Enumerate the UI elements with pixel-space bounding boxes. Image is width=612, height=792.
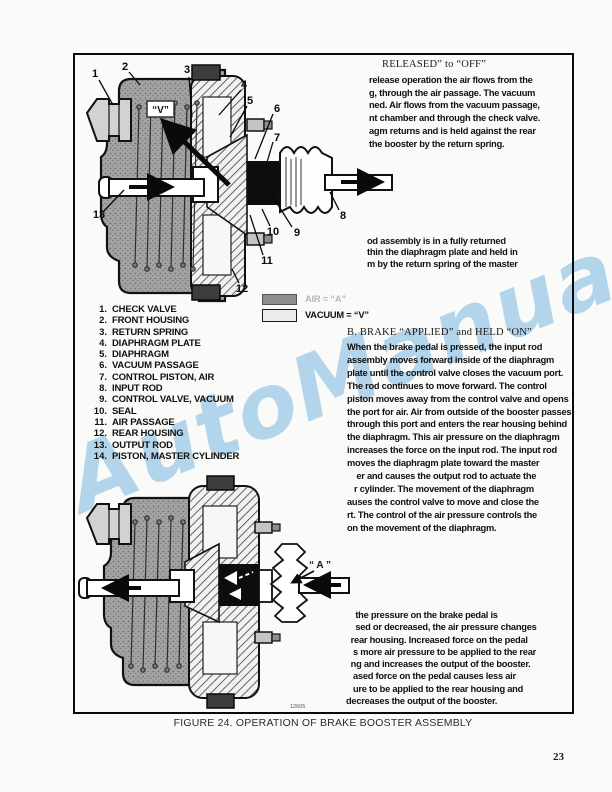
svg-text:7: 7: [274, 132, 280, 144]
svg-text:“ A ”: “ A ”: [309, 560, 331, 571]
top-clamp: [206, 475, 235, 491]
control-piston: [219, 564, 259, 606]
page-number: 23: [553, 751, 564, 763]
svg-text:9: 9: [294, 227, 300, 239]
svg-text:“V”: “V”: [152, 105, 169, 116]
section-a2-body: od assembly is in a fully returned thin …: [367, 236, 518, 269]
vacuum-flow-arrow: [159, 118, 231, 187]
parts-item: 2.FRONT HOUSING: [99, 315, 190, 327]
svg-text:13: 13: [93, 209, 105, 221]
parts-item: 13.OUTPUT ROD: [93, 439, 173, 451]
diagram-brake-applied: “ A ” 12605: [78, 475, 350, 710]
parts-item: 3.RETURN SPRING: [99, 326, 189, 338]
input-rod: [324, 168, 393, 196]
boot-bellows: [269, 543, 311, 623]
legend-air-row: AIR = “A”: [262, 293, 369, 305]
rod-hub: [169, 569, 195, 603]
svg-text:1: 1: [92, 68, 98, 80]
parts-item: 11.AIR PASSAGE: [94, 416, 175, 428]
check-valve: [85, 98, 132, 142]
control-piston: [247, 161, 280, 205]
rear-housing-cavity-lower: [202, 621, 238, 675]
callout-numbers: 1 2 3 4 5 6 7 8 9 10 11 12 13: [92, 61, 346, 295]
vacuum-label: VACUUM = “V”: [305, 310, 369, 320]
bottom-clamp: [191, 284, 221, 301]
a-label: “ A ”: [290, 560, 331, 584]
parts-item: 1.CHECK VALVE: [99, 304, 177, 315]
parts-item: 6.VACUUM PASSAGE: [99, 360, 199, 372]
figure-code: 12605: [290, 704, 305, 710]
parts-list: 1.CHECK VALVE 2.FRONT HOUSING 3.RETURN S…: [89, 304, 240, 462]
air-swatch: [262, 293, 297, 305]
input-rod: [298, 571, 350, 599]
svg-text:11: 11: [261, 255, 273, 267]
section-b-heading: B. BRAKE “APPLIED” and HELD “ON”: [347, 327, 532, 338]
diagram-brake-released: “V” 1 2 3 4 5 6 7 8 9: [85, 61, 393, 303]
section-b-body: When the brake pedal is pressed, the inp…: [347, 342, 572, 533]
v-label: “V”: [146, 100, 175, 118]
air-flow-arrows: [224, 571, 254, 600]
output-rod: [98, 173, 205, 201]
boot-folds: [285, 157, 302, 207]
parts-item: 7.CONTROL PISTON, AIR: [99, 371, 215, 383]
air-fitting-lower: [254, 631, 281, 644]
parts-item: 12.REAR HOUSING: [93, 428, 184, 440]
svg-text:12: 12: [236, 283, 248, 295]
svg-text:3: 3: [184, 64, 190, 76]
parts-item: 5.DIAPHRAGM: [99, 349, 169, 361]
figure-border-box: “V” 1 2 3 4 5 6 7 8 9: [73, 53, 574, 714]
bottom-clamp: [206, 693, 235, 709]
figure-caption: FIGURE 24. OPERATION OF BRAKE BOOSTER AS…: [173, 717, 473, 729]
parts-item: 10.SEAL: [93, 405, 137, 417]
legend-vacuum-row: VACUUM = “V”: [262, 308, 369, 322]
check-valve: [85, 503, 132, 545]
section-a-heading: RELEASED” to “OFF”: [382, 59, 486, 70]
output-rod: [78, 574, 180, 602]
boot-bellows: [279, 146, 333, 214]
section-b-applied: B. BRAKE “APPLIED” and HELD “ON” When th…: [347, 327, 572, 535]
svg-text:6: 6: [274, 103, 280, 115]
vacuum-swatch: [262, 308, 297, 322]
svg-text:8: 8: [340, 210, 346, 222]
svg-text:2: 2: [122, 61, 128, 73]
control-valve: [258, 569, 273, 603]
parts-item: 4.DIAPHRAGM PLATE: [99, 337, 201, 349]
section-a-released: RELEASED” to “OFF” release operation the…: [369, 59, 540, 150]
air-label: AIR = “A”: [305, 294, 346, 304]
svg-text:10: 10: [267, 226, 279, 238]
svg-text:4: 4: [241, 79, 248, 91]
parts-item: 9.CONTROL VALVE, VACUUM: [99, 394, 234, 406]
section-c-body: the pressure on the brake pedal is sed o…: [346, 610, 537, 707]
section-a-body: release operation the air flows from the…: [369, 75, 541, 149]
parts-item: 8.INPUT ROD: [99, 383, 163, 395]
parts-item: 14.PISTON, MASTER CYLINDER: [93, 450, 240, 462]
top-clamp: [191, 64, 221, 81]
callout-leaders: [98, 71, 340, 284]
legend: AIR = “A” VACUUM = “V”: [262, 293, 369, 325]
svg-text:5: 5: [247, 95, 253, 107]
air-fitting-upper: [254, 521, 281, 534]
